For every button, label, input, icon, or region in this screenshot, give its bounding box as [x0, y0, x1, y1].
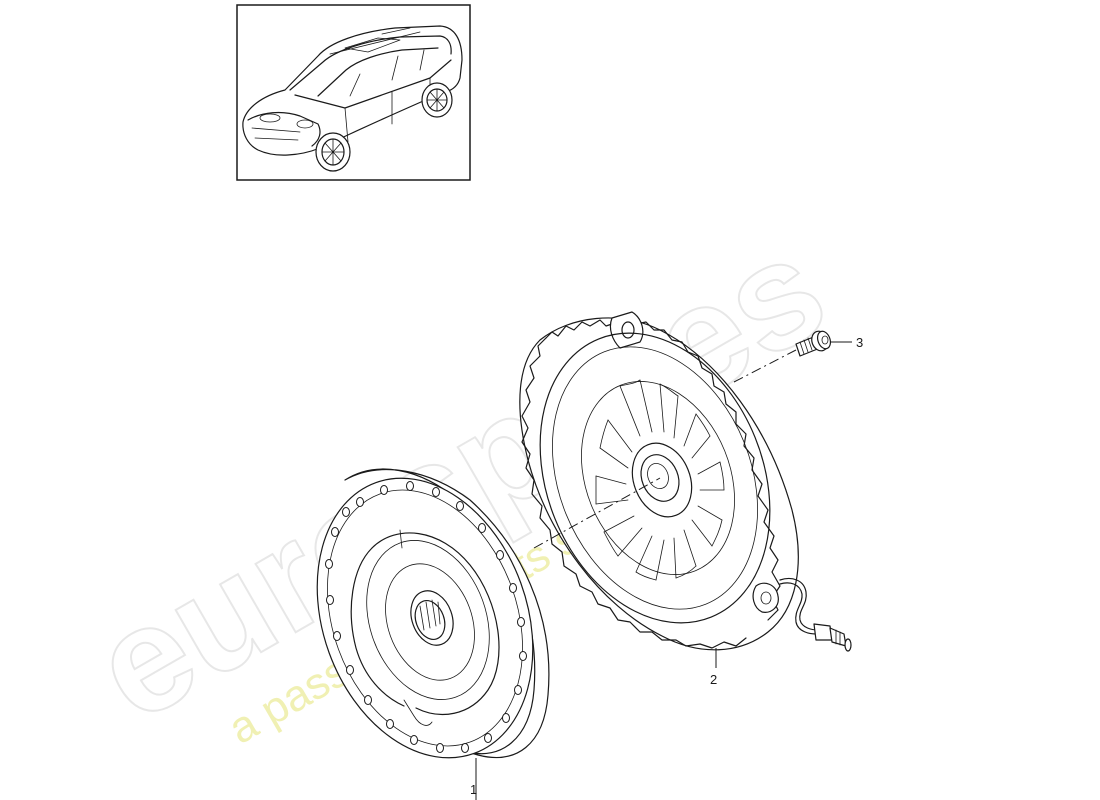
callout-3-number: 3 [856, 335, 863, 350]
callout-2: 2 [710, 648, 717, 687]
car-icon [242, 25, 463, 172]
rear-wheel-icon [421, 82, 453, 118]
release-bearing [631, 442, 693, 518]
diaphragm-spring [581, 379, 735, 581]
sensor-cable [752, 577, 852, 652]
front-wheel-icon [315, 132, 351, 172]
vehicle-thumbnail [236, 4, 471, 181]
callout-3: 3 [830, 335, 863, 350]
flywheel [316, 468, 550, 759]
callout-2-number: 2 [710, 672, 717, 687]
flywheel-bolt-holes [325, 481, 527, 753]
clutch-pressure-plate [519, 311, 852, 652]
flywheel-hub [410, 590, 454, 646]
assembly-lines [533, 349, 797, 549]
screw-icon [795, 330, 832, 357]
callout-1-label: 1 [470, 782, 478, 797]
